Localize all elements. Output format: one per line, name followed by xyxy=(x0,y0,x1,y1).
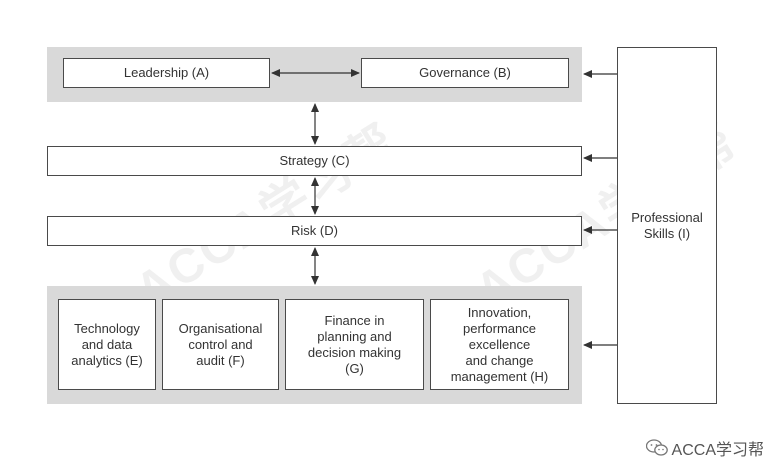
professional-skills-label: Professional Skills (I) xyxy=(631,209,703,241)
governance-box: Governance (B) xyxy=(361,58,569,88)
organisational-label: Organisational control and audit (F) xyxy=(178,320,263,368)
risk-box: Risk (D) xyxy=(47,216,582,246)
footer-text: ACCA学习帮 xyxy=(671,442,764,459)
finance-box: Finance in planning and decision making … xyxy=(285,299,424,390)
professional-skills-box: Professional Skills (I) xyxy=(617,47,717,404)
strategy-label: Strategy (C) xyxy=(279,153,350,168)
innovation-label: Innovation, performance excellence and c… xyxy=(450,304,549,384)
finance-label: Finance in planning and decision making … xyxy=(307,312,402,376)
leadership-box: Leadership (A) xyxy=(63,58,270,88)
technology-label: Technology and data analytics (E) xyxy=(71,320,143,368)
technology-box: Technology and data analytics (E) xyxy=(58,299,156,390)
organisational-box: Organisational control and audit (F) xyxy=(162,299,279,390)
strategy-box: Strategy (C) xyxy=(47,146,582,176)
wechat-icon xyxy=(645,439,668,456)
governance-label: Governance (B) xyxy=(419,65,511,80)
innovation-box: Innovation, performance excellence and c… xyxy=(430,299,569,390)
footer-logo: ACCA学习帮 xyxy=(645,436,764,460)
risk-label: Risk (D) xyxy=(291,223,338,238)
leadership-label: Leadership (A) xyxy=(123,65,210,80)
